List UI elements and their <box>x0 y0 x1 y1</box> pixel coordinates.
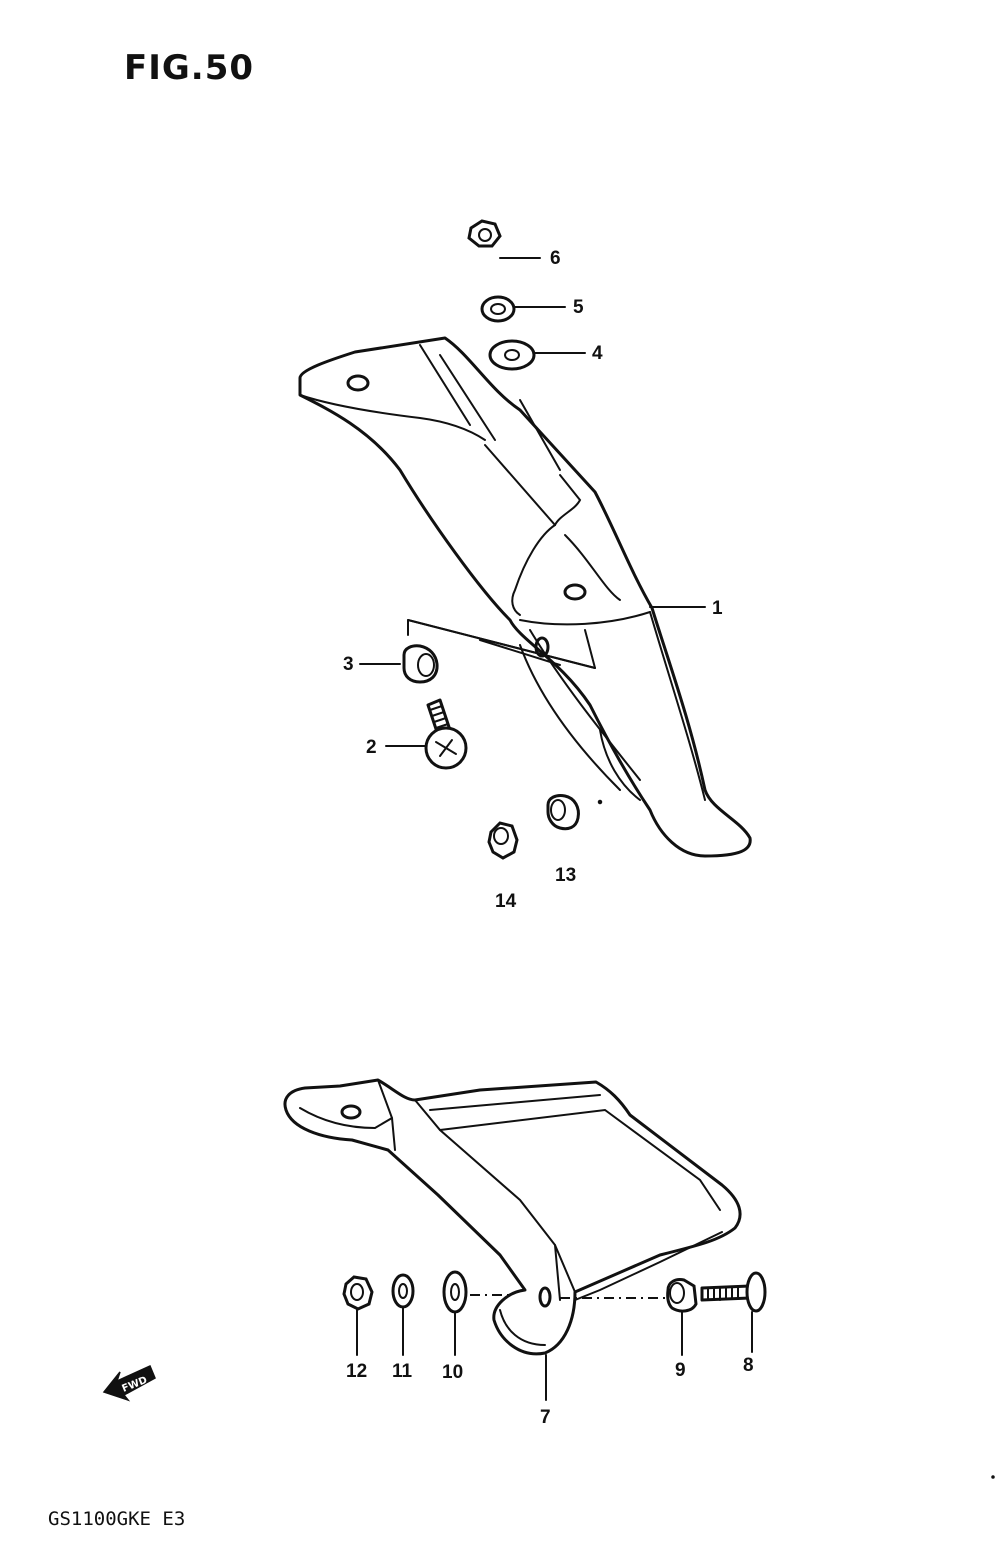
nut-part-6 <box>467 219 541 259</box>
mount-hole <box>346 374 370 392</box>
callout-6: 6 <box>550 248 561 269</box>
mount-hole <box>340 1104 362 1120</box>
callout-1: 1 <box>712 598 723 619</box>
callout-2: 2 <box>366 737 377 758</box>
scan-speck <box>991 1475 995 1479</box>
callout-8: 8 <box>743 1355 754 1376</box>
washer-part-10 <box>442 1270 468 1356</box>
collar-part-9 <box>666 1278 698 1356</box>
forward-arrow-icon: FWD <box>102 1364 156 1402</box>
callout-10: 10 <box>442 1362 464 1383</box>
figure-title: FIG.50 <box>124 48 255 88</box>
mount-hole <box>534 636 550 658</box>
callout-13: 13 <box>555 865 577 886</box>
mount-hole <box>538 1286 552 1308</box>
nut-part-14 <box>487 821 519 860</box>
mount-hole <box>563 583 587 601</box>
callout-11: 11 <box>392 1361 413 1382</box>
bracket-part-7 <box>283 1078 742 1356</box>
callout-9: 9 <box>675 1360 686 1381</box>
nut-part-12 <box>342 1275 374 1356</box>
callout-7: 7 <box>540 1407 551 1428</box>
bolt-part-8 <box>700 1271 767 1353</box>
callout-3: 3 <box>343 654 354 675</box>
callout-5: 5 <box>573 297 584 318</box>
collar-part-3 <box>359 644 439 684</box>
lock-washer-part-5 <box>480 295 566 323</box>
lock-washer-part-11 <box>391 1273 415 1356</box>
callout-12: 12 <box>346 1361 368 1382</box>
callout-4: 4 <box>592 343 603 364</box>
model-code: GS1100GKE E3 <box>48 1508 186 1530</box>
screw-part-2 <box>385 698 468 770</box>
bushing-part-13 <box>546 794 603 831</box>
cover-part-1 <box>298 336 752 858</box>
washer-part-4 <box>488 339 586 371</box>
callout-14: 14 <box>495 891 517 912</box>
